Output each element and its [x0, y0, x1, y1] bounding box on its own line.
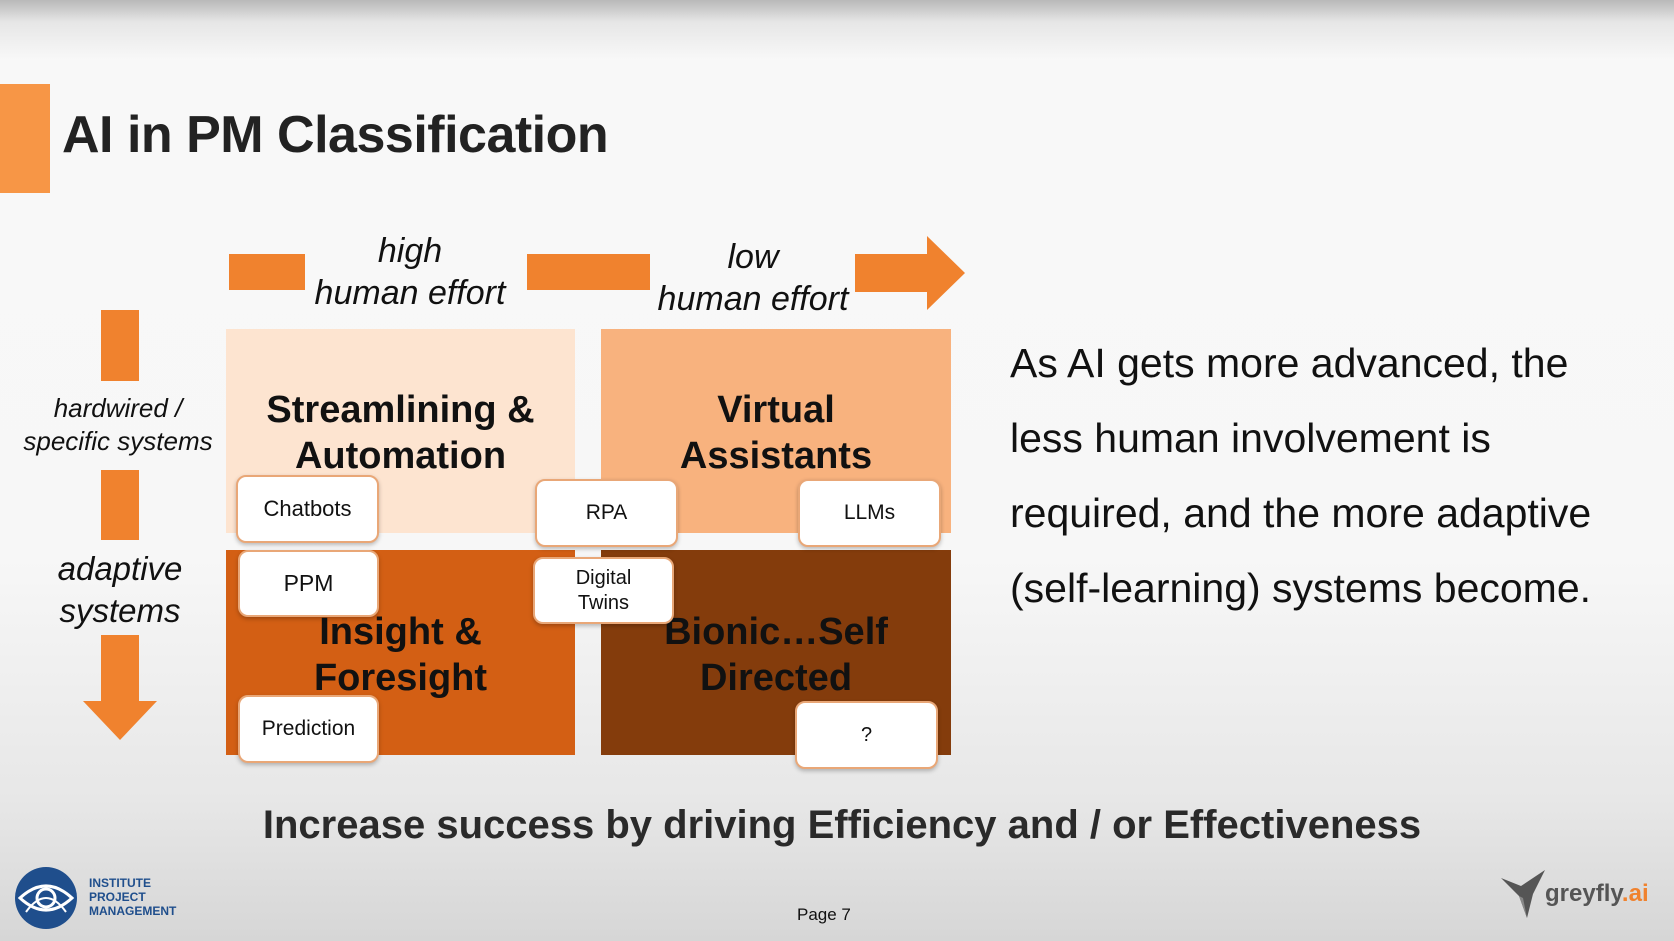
- top-axis-segment-1: [229, 254, 305, 290]
- greyfly-logo-text: greyfly.ai: [1545, 880, 1649, 908]
- tag-ppm: PPM: [238, 550, 379, 617]
- greyfly-suffix: .ai: [1621, 880, 1649, 907]
- description-text: As AI gets more advanced, the less human…: [1010, 340, 1592, 611]
- title-accent-bar: [0, 84, 50, 193]
- tagline: Increase success by driving Efficiency a…: [262, 803, 1422, 847]
- top-axis-segment-2: [527, 254, 650, 290]
- tag-unknown: ?: [795, 701, 938, 769]
- tag-rpa: RPA: [535, 479, 678, 547]
- tag-chatbots: Chatbots: [236, 475, 379, 543]
- side-axis-segment-1: [101, 310, 139, 381]
- side-axis-label-adaptive: adaptive systems: [57, 550, 183, 629]
- greyfly-name: greyfly: [1545, 880, 1622, 907]
- ipm-logo-text: INSTITUTE PROJECT MANAGEMENT: [89, 876, 177, 918]
- ipm-logo-icon: [15, 867, 77, 929]
- tag-prediction: Prediction: [238, 695, 379, 763]
- slide-title: AI in PM Classification: [62, 106, 609, 164]
- top-axis-label-low: low human effort: [657, 238, 849, 318]
- tag-llms: LLMs: [798, 479, 941, 547]
- side-axis-label-hardwired: hardwired / specific systems: [23, 393, 213, 456]
- side-axis-segment-2: [101, 470, 139, 540]
- greyfly-bird-icon: [1501, 870, 1545, 918]
- page-number: Page 7: [797, 905, 851, 924]
- down-arrow-icon: [83, 635, 157, 740]
- right-arrow-icon: [855, 236, 965, 310]
- tag-digital-twins: Digital Twins: [533, 557, 674, 624]
- top-axis-label-high: high human effort: [314, 232, 506, 312]
